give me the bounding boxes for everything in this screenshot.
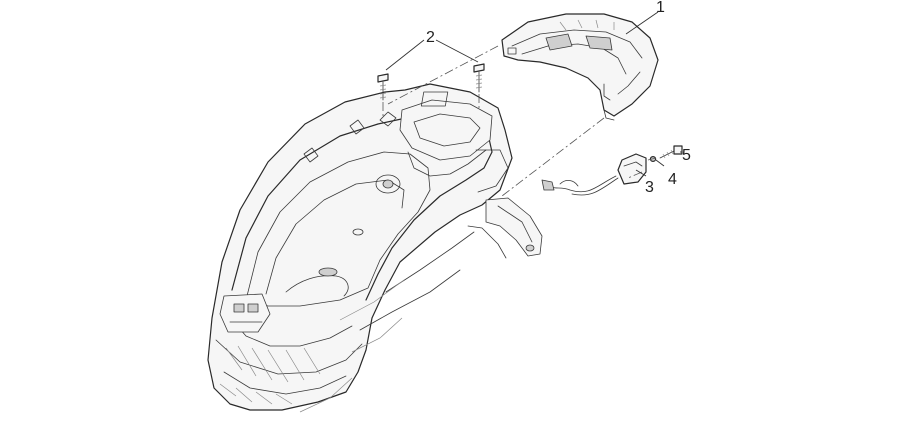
callout-labels: 1 2 3 4 5 xyxy=(426,0,691,196)
rear-body-frame xyxy=(207,83,543,413)
callout-4: 4 xyxy=(668,171,677,188)
callout-5: 5 xyxy=(682,147,691,164)
part-3-plate-light xyxy=(541,153,647,196)
part-2-screw-left xyxy=(377,73,389,101)
callout-2: 2 xyxy=(426,29,435,46)
part-2-screw-right xyxy=(473,63,485,93)
assembly-lines xyxy=(382,45,657,197)
part-1-tail-light-housing xyxy=(501,13,659,121)
callout-3: 3 xyxy=(645,179,654,196)
leader-lines xyxy=(385,11,682,177)
callout-1: 1 xyxy=(656,0,665,16)
part-5-screw xyxy=(659,145,683,159)
